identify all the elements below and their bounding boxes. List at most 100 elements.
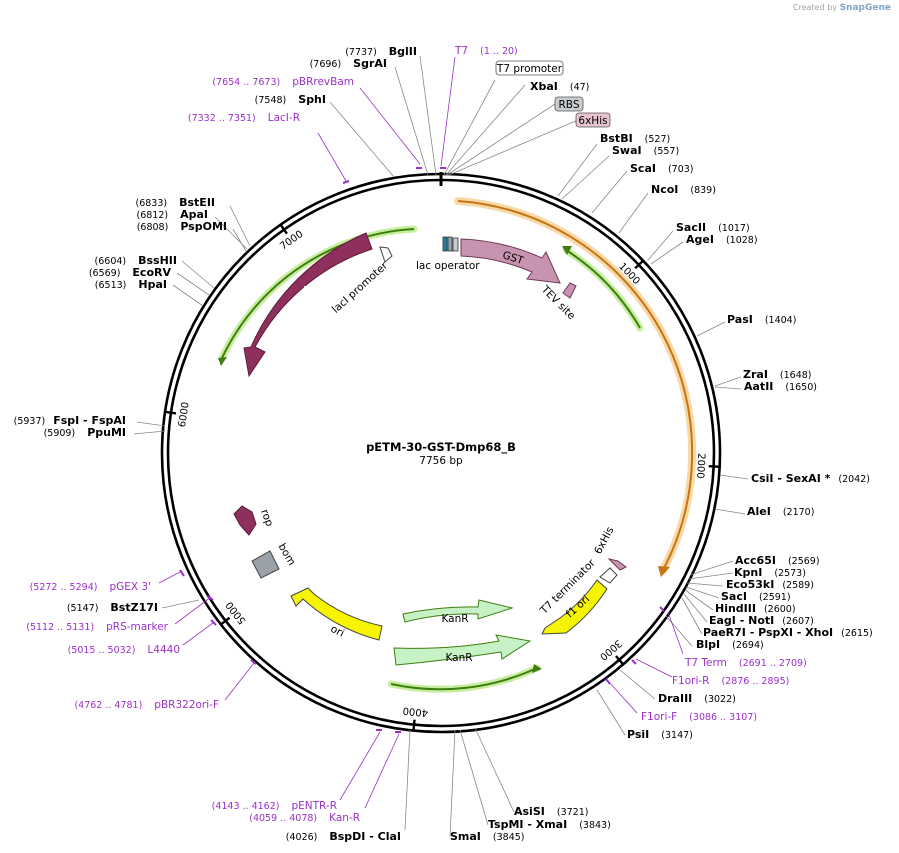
enzyme-alei: AleI(2170) bbox=[747, 505, 814, 518]
mark-pbr322ori-f bbox=[250, 659, 257, 665]
leader-paer7i bbox=[681, 597, 703, 635]
enzyme-labels-left: (7737)BglII (7696)SgrAI (7548)SphI (6833… bbox=[14, 45, 417, 843]
orf-orange-arc-core bbox=[457, 200, 694, 571]
leader-lines bbox=[133, 55, 749, 838]
leader-bsteii bbox=[229, 205, 251, 247]
mark-prs-marker bbox=[206, 595, 214, 601]
plasmid-length: 7756 bp bbox=[419, 455, 463, 467]
primer-marks bbox=[179, 167, 665, 733]
credit-prefix: Created by bbox=[793, 3, 838, 12]
label-kanr-upper: KanR bbox=[441, 613, 468, 625]
rbs-label: RBS bbox=[559, 99, 580, 111]
leader-pbrrevbam bbox=[359, 87, 421, 165]
enzyme-swai: SwaI(557) bbox=[612, 144, 679, 157]
rbs-box: RBS bbox=[554, 96, 584, 112]
primer-l4440: (5015 .. 5032)L4440 bbox=[68, 644, 180, 656]
tick-label-6000: 6000 bbox=[177, 401, 192, 428]
tick-mark-3000 bbox=[615, 655, 625, 666]
leader-ppumi bbox=[133, 430, 166, 435]
orf-green-bottom-core bbox=[390, 667, 538, 691]
laci-promoter-arrow bbox=[379, 246, 393, 263]
leader-acc65i bbox=[689, 560, 734, 576]
leader-bstbi bbox=[557, 143, 598, 197]
leader-csii bbox=[719, 474, 749, 480]
enzyme-eco53ki: Eco53kI(2589) bbox=[726, 578, 814, 591]
leader-blpi bbox=[665, 615, 693, 647]
enzyme-smai: SmaI(3845) bbox=[450, 830, 525, 843]
leader-hpai bbox=[172, 284, 204, 307]
leader-psii bbox=[596, 689, 626, 736]
leader-kan-r bbox=[364, 733, 400, 809]
label-ori: ori bbox=[329, 623, 347, 640]
enzyme-saci: SacI(2591) bbox=[721, 590, 791, 603]
leader-sphi bbox=[329, 101, 395, 178]
primer-labels: T7(1 .. 20) (7654 .. 7673)pBRrevBam (733… bbox=[26, 45, 807, 824]
tev-site-arrow bbox=[562, 282, 577, 299]
mark-f1ori-r bbox=[631, 659, 637, 665]
label-his-inner: 6xHis bbox=[592, 525, 616, 556]
tick-label-4000: 4000 bbox=[402, 705, 428, 718]
leader-zrai bbox=[714, 376, 742, 387]
primer-pentr-r: (4143 .. 4162)pENTR-R bbox=[212, 800, 337, 812]
enzyme-bsteii: (6833)BstEII bbox=[136, 196, 215, 209]
primer-t7term: T7 Term(2691 .. 2709) bbox=[684, 657, 807, 669]
enzyme-sphi: (7548)SphI bbox=[255, 93, 326, 106]
leader-prs-marker bbox=[174, 596, 212, 625]
mark-laci-r bbox=[342, 180, 350, 184]
leader-alei bbox=[714, 508, 746, 515]
leader-tspmi bbox=[459, 729, 489, 826]
orf-green-bottom-arrowhead bbox=[532, 664, 542, 673]
leader-saci bbox=[685, 586, 720, 599]
enzyme-hpai: (6513)HpaI bbox=[95, 278, 167, 291]
enzyme-asisi: AsiSI(3721) bbox=[514, 805, 588, 818]
label-kanr-lower: KanR bbox=[445, 652, 472, 664]
orf-green-right-arrowhead bbox=[562, 246, 572, 255]
ori-arrow bbox=[290, 587, 383, 641]
leader-ncoi bbox=[618, 192, 649, 234]
leader-pentr-r bbox=[339, 731, 381, 801]
leader-l4440 bbox=[182, 622, 214, 646]
mark-f1ori-f bbox=[605, 678, 611, 685]
enzyme-labels-right: XbaI(47) BstBI(527) SwaI(557) ScaI(703) … bbox=[450, 80, 873, 843]
bom-box bbox=[251, 550, 280, 579]
leader-bsshii bbox=[181, 260, 215, 289]
leader-ecorv bbox=[176, 272, 210, 296]
enzyme-acc65i: Acc65I(2569) bbox=[735, 554, 820, 567]
enzyme-eagi-noti: EagI - NotI(2607) bbox=[709, 614, 814, 627]
label-lac-operator: lac operator bbox=[416, 260, 480, 272]
leader-swai bbox=[561, 155, 610, 200]
enzyme-draiii: DraIII(3022) bbox=[658, 692, 736, 705]
enzyme-pspomi: (6808)PspOMI bbox=[137, 220, 227, 233]
leader-6xhis bbox=[448, 119, 579, 176]
enzyme-pasi: PasI(1404) bbox=[727, 313, 796, 326]
leader-draiii bbox=[619, 669, 656, 700]
leader-agei bbox=[650, 241, 684, 265]
tick-mark-2000 bbox=[708, 465, 721, 469]
leader-f1ori-r bbox=[635, 658, 673, 678]
kanr-lower-arrow bbox=[393, 634, 532, 666]
enzyme-hindiii: HindIII(2600) bbox=[715, 602, 796, 615]
his6-box: 6xHis bbox=[575, 112, 611, 128]
leader-t7promoter bbox=[443, 79, 496, 176]
label-bom: bom bbox=[276, 541, 298, 567]
tick-mark-6000 bbox=[163, 410, 177, 415]
orf-green-right-core bbox=[565, 249, 641, 329]
plasmid-name: pETM-30-GST-Dmp68_B bbox=[366, 440, 516, 455]
his6-label: 6xHis bbox=[578, 115, 607, 127]
leader-bspdi bbox=[404, 729, 411, 831]
label-laci-promoter: lacI promoter bbox=[330, 259, 391, 315]
leader-sgrai bbox=[394, 66, 429, 176]
enzyme-bglii: (7737)BglII bbox=[345, 45, 417, 58]
tick-mark-5000 bbox=[219, 616, 231, 627]
tick-mark-4000 bbox=[412, 719, 416, 732]
enzyme-scai: ScaI(703) bbox=[630, 162, 694, 175]
leader-fspi bbox=[136, 421, 166, 427]
f1-ori-arrow bbox=[541, 579, 608, 635]
primer-f1ori-r: F1ori-R(2876 .. 2895) bbox=[672, 675, 789, 687]
enzyme-bsshii: (6604)BssHII bbox=[95, 254, 177, 267]
snapgene-logo: SnapGene bbox=[839, 3, 891, 13]
mark-l4440 bbox=[210, 619, 217, 626]
enzyme-csii-sexai: CsiI - SexAI *(2042) bbox=[751, 472, 870, 485]
leader-sacii bbox=[647, 230, 674, 261]
leader-asisi bbox=[474, 727, 515, 813]
